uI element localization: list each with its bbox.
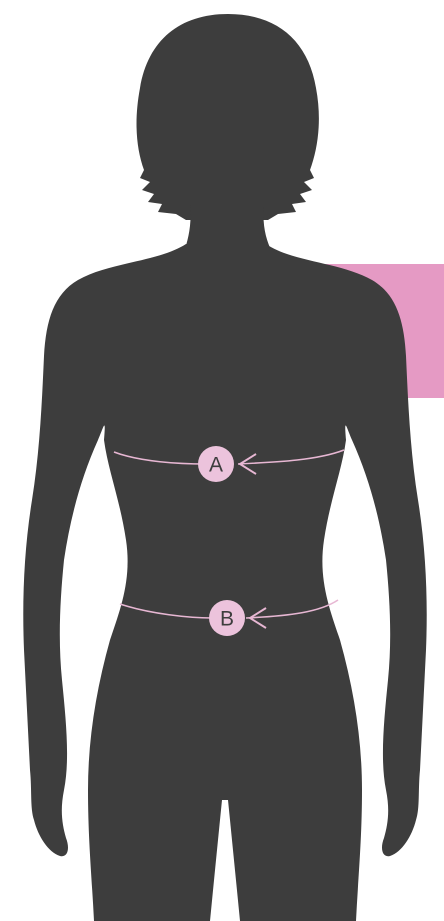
marker-b-label: B	[220, 608, 234, 631]
marker-a-label: A	[209, 454, 223, 477]
torso-arms-legs	[23, 244, 426, 921]
head-hair	[137, 14, 319, 220]
